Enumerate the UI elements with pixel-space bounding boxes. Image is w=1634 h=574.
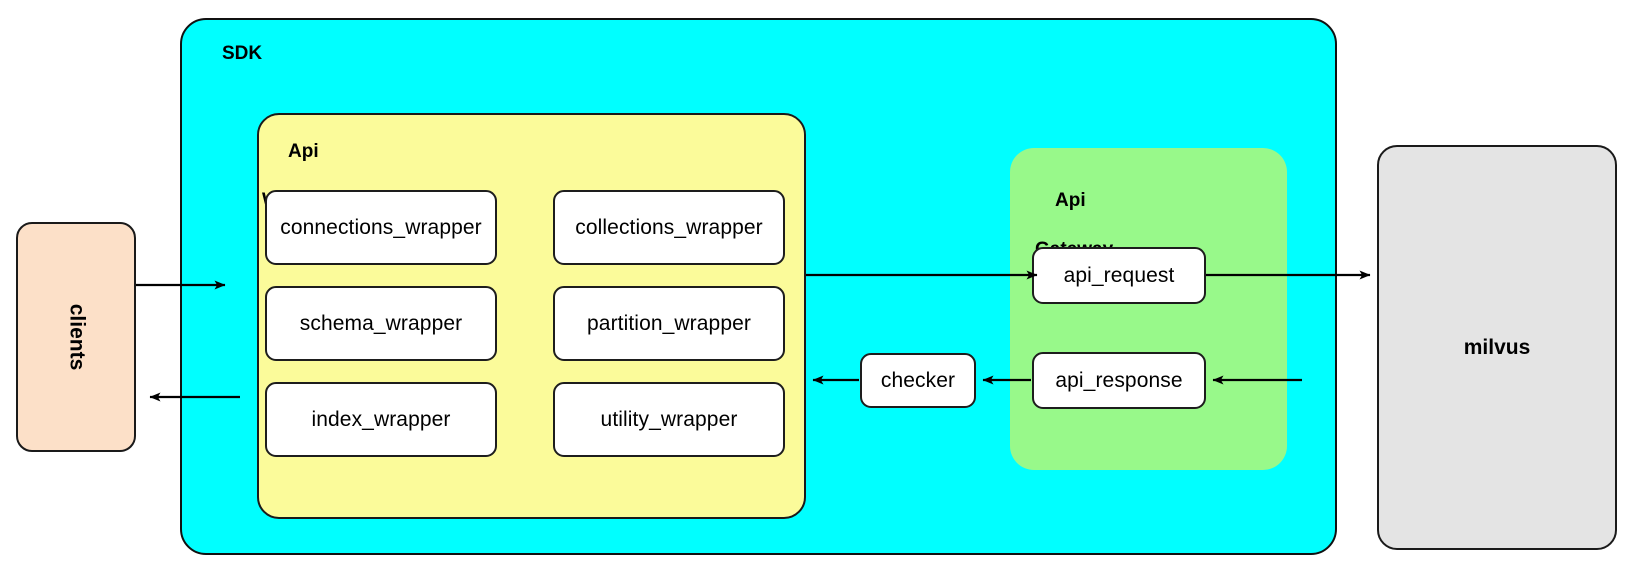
clients-box[interactable] [16,222,136,452]
node-schema-wrapper[interactable]: schema_wrapper [265,286,497,361]
node-utility-wrapper[interactable]: utility_wrapper [553,382,785,457]
node-connections-wrapper[interactable]: connections_wrapper [265,190,497,265]
node-api-response[interactable]: api_response [1032,352,1206,409]
milvus-label: milvus [1463,335,1531,359]
api-gateway-container[interactable] [1010,148,1287,470]
node-checker[interactable]: checker [860,353,976,408]
node-collections-wrapper[interactable]: collections_wrapper [553,190,785,265]
clients-label-text: clients [65,303,88,371]
milvus-box[interactable] [1377,145,1617,550]
clients-label: clients [16,222,136,452]
node-api-request[interactable]: api_request [1032,247,1206,304]
node-partition-wrapper[interactable]: partition_wrapper [553,286,785,361]
node-index-wrapper[interactable]: index_wrapper [265,382,497,457]
